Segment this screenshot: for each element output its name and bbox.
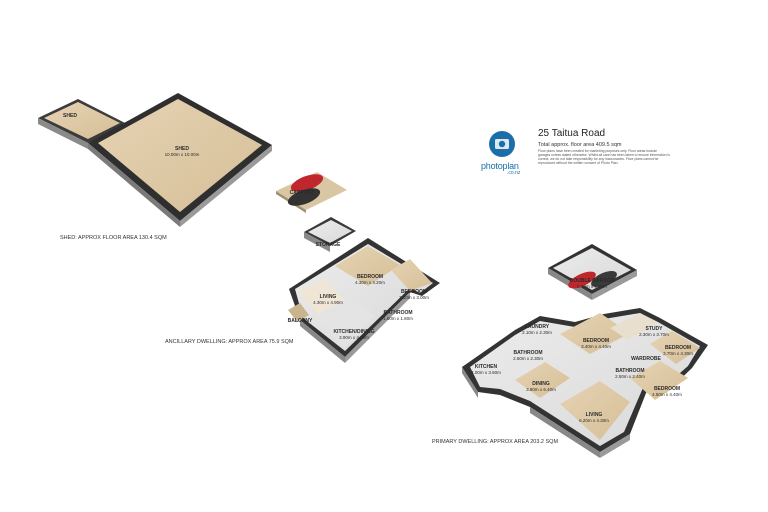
car-icon xyxy=(568,271,596,289)
pri-dining-dims: 3.80m x 6.40m xyxy=(526,387,556,392)
primary-dwelling xyxy=(462,308,708,458)
ancillary-dwelling xyxy=(288,238,440,363)
pri-bedroom-right-dims: 3.70m x 4.30m xyxy=(663,351,693,356)
anc-bedroom2-label: BEDROOM xyxy=(401,289,427,295)
disclaimer-text: Floor plans have been created for market… xyxy=(538,149,670,166)
pri-bedroom-main-label: BEDROOM xyxy=(654,386,680,392)
storage-label: STORAGE xyxy=(316,242,341,248)
shed-caption: SHED: APPROX FLOOR AREA 130.4 SQM xyxy=(60,235,167,241)
car-icon xyxy=(591,270,617,288)
primary-caption: PRIMARY DWELLING: APPROX AREA 203.2 SQM xyxy=(432,439,558,445)
car-icon xyxy=(287,188,321,206)
pri-kitchen-dims: 4.00m x 3.60m xyxy=(471,370,501,375)
pri-wardrobe-label: WARDROBE xyxy=(631,356,661,362)
brand-block: photoplan .co.nz 25 Taitua Road Total ap… xyxy=(480,128,680,180)
anc-bathroom-label: BATHROOM xyxy=(383,310,412,316)
total-area: Total approx. floor area 409.5 sqm xyxy=(538,142,622,148)
shed-large-label: SHED xyxy=(175,146,189,152)
anc-living-dims: 4.30m x 4.90m xyxy=(313,300,343,305)
pri-bathroom-right-dims: 2.50m x 2.40m xyxy=(615,374,645,379)
double-garage xyxy=(548,244,637,300)
anc-balcony-label: BALCONY xyxy=(288,318,313,324)
anc-kitchen-dims: 3.90m x 4.00m xyxy=(339,335,369,340)
pri-study-dims: 2.30m x 3.70m xyxy=(639,332,669,337)
pri-laundry-label: LAUNDRY xyxy=(525,324,550,330)
pri-garage-label: DOUBLE GARAGE xyxy=(570,278,615,284)
carport-label: CARPORT xyxy=(290,190,315,196)
shed-large-dims: 10.00m x 10.00m xyxy=(165,152,200,157)
pri-bedroom-mid-dims: 3.40m x 4.40m xyxy=(581,344,611,349)
carport xyxy=(276,172,347,213)
car-icon xyxy=(290,174,324,192)
pri-bedroom-right-label: BEDROOM xyxy=(665,345,691,351)
pri-study-label: STUDY xyxy=(646,326,664,332)
pri-living-dims: 6.20m x 4.30m xyxy=(579,418,609,423)
anc-bedroom1-label: BEDROOM xyxy=(357,274,383,280)
shed-building xyxy=(38,93,272,227)
pri-bathroom-left-dims: 2.50m x 2.30m xyxy=(513,356,543,361)
pri-kitchen-label: KITCHEN xyxy=(475,364,498,370)
brand-domain: .co.nz xyxy=(507,170,521,176)
pri-bedroom-mid-label: BEDROOM xyxy=(583,338,609,344)
anc-bathroom-dims: 1.60m x 1.80m xyxy=(383,316,413,321)
pri-bathroom-left-label: BATHROOM xyxy=(513,350,542,356)
pri-bedroom-main-dims: 4.50m x 4.40m xyxy=(652,392,682,397)
anc-living-label: LIVING xyxy=(320,294,337,300)
anc-kitchen-label: KITCHEN/DINING xyxy=(333,329,374,335)
shed-small-label: SHED xyxy=(63,113,77,119)
pri-living-label: LIVING xyxy=(586,412,603,418)
anc-bedroom1-dims: 4.30m x 4.20m xyxy=(355,280,385,285)
pri-bathroom-right-label: BATHROOM xyxy=(615,368,644,374)
pri-garage-dims: 5.70m x 5.70m xyxy=(577,284,607,289)
brand-wordmark: photoplan xyxy=(481,161,519,171)
anc-bedroom2-dims: 3.10m x 3.00m xyxy=(399,295,429,300)
property-title: 25 Taitua Road xyxy=(538,128,606,139)
pri-dining-label: DINING xyxy=(532,381,550,387)
ancillary-caption: ANCILLARY DWELLING: APPROX AREA 75.9 SQM xyxy=(165,339,294,345)
storage-room xyxy=(304,217,356,252)
photoplan-logo-icon xyxy=(489,131,515,157)
pri-laundry-dims: 2.10m x 2.30m xyxy=(522,330,552,335)
